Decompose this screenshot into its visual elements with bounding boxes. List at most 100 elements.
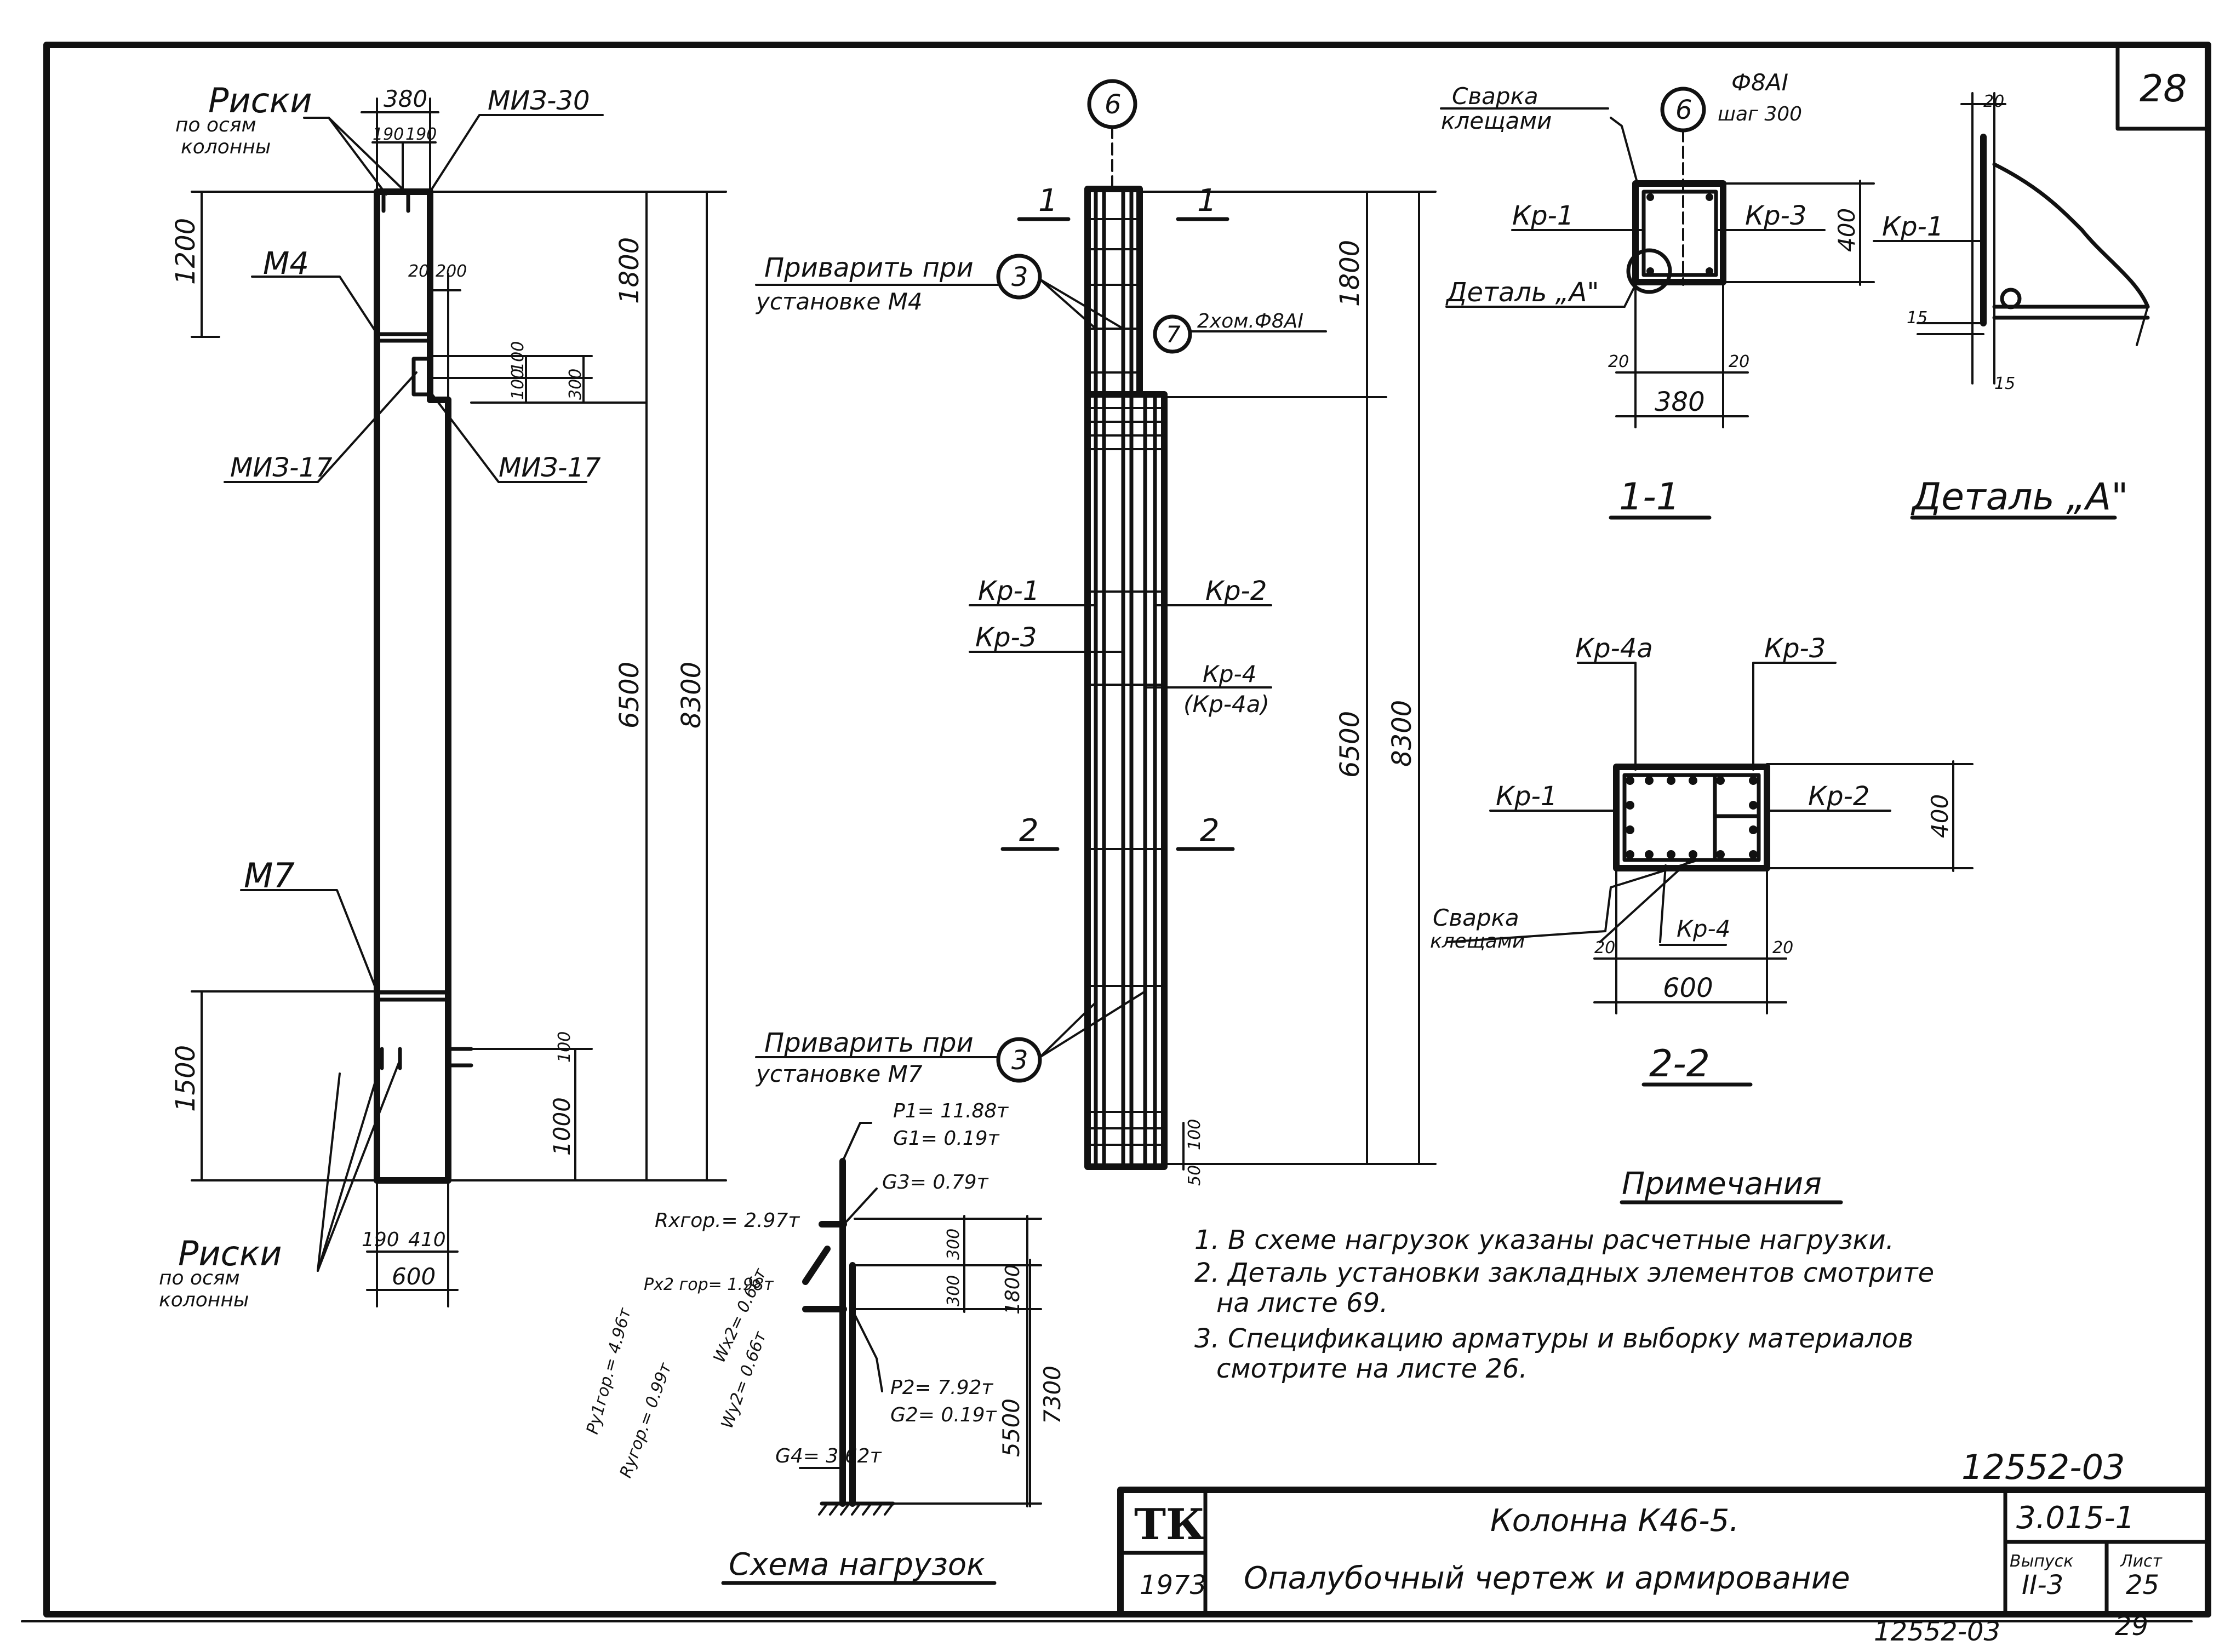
kr4a-label: (Кр-4а) [1183, 691, 1269, 718]
load-d7300: 7300 [1039, 1366, 1066, 1424]
detail-a-d15a: 15 [1907, 308, 1927, 328]
kr1-label: Кр-1 [978, 576, 1039, 606]
dim-s100c: 100 [555, 1031, 574, 1063]
s22-c20b: 20 [1772, 938, 1793, 957]
title-line1: Колонна К46-5. [1490, 1503, 1739, 1539]
weld-m7-line1: Приварить при [764, 1028, 974, 1058]
s11-h400: 400 [1833, 208, 1860, 252]
load-g1: G1= 0.19т [893, 1127, 1000, 1150]
load-ry: Ryгор.= 0.99т [616, 1360, 676, 1480]
load-p2x: Px2 гор= 1.98т [644, 1275, 774, 1294]
dim-r-s100: 100 [1185, 1119, 1204, 1150]
notes-title: Примечания [1622, 1166, 1822, 1202]
dim-top-half-1: 190 [373, 125, 404, 144]
dim-h1800: 1800 [614, 237, 645, 304]
mz17-left-label: МИЗ-17 [230, 452, 333, 483]
s11-detail-ref: Деталь „А" [1445, 277, 1599, 308]
detail-a: Кр-1 20 15 15 Деталь „А" [1873, 92, 2150, 520]
section-2-left: 2 [1019, 813, 1039, 848]
s11-bars-1: Ф8АI [1731, 69, 1788, 96]
top-marks-label-2: по осям [175, 114, 256, 136]
s11-kr3: Кр-3 [1745, 200, 1806, 231]
load-g3: G3= 0.79т [882, 1171, 989, 1194]
axis-top-marker: 6 [1105, 89, 1122, 120]
load-p1: P1= 11.88т [893, 1100, 1009, 1122]
s11-weld-1: Сварка [1452, 83, 1538, 110]
s22-weld-1: Сварка [1433, 904, 1519, 931]
section-1-1: 6 Сварка клещами Ф8АI шаг 300 Кр-1 Кр-3 … [1440, 69, 1875, 520]
m4-label: М4 [263, 246, 309, 282]
top-marks-label: Риски [208, 81, 312, 121]
page-bottom: 29 [2115, 1611, 2148, 1642]
title-issue-label: Выпуск [2010, 1552, 2073, 1571]
notes-line-1: 1. В схеме нагрузок указаны расчетные на… [1194, 1225, 1894, 1255]
dim-b600: 600 [392, 1263, 436, 1290]
s11-axis: 6 [1675, 95, 1692, 125]
dim-b190: 190 [362, 1229, 399, 1251]
s11-w380: 380 [1655, 387, 1705, 417]
m7-label: М7 [244, 856, 295, 896]
load-p2: P2= 7.92т [890, 1376, 993, 1399]
s11-bars-2: шаг 300 [1718, 103, 1802, 125]
corner-number: 28 [2140, 67, 2187, 111]
mz30-label: МИЗ-30 [488, 85, 590, 116]
load-d1800: 1800 [1002, 1264, 1024, 1315]
dim-s300: 300 [566, 369, 585, 400]
section-1-left: 1 [1038, 183, 1058, 219]
s11-weld-2: клещами [1441, 107, 1552, 134]
s11-c20b: 20 [1729, 352, 1749, 371]
title-issue-value: II-3 [2022, 1570, 2063, 1601]
section-1-right: 1 [1197, 183, 1217, 219]
dim-s100b: 100 [508, 369, 528, 400]
detail-a-kr1: Кр-1 [1882, 211, 1943, 242]
kr3-label: Кр-3 [975, 622, 1037, 653]
reinforcement-view: 6 [755, 79, 1437, 1186]
bars-note: 2хом.Ф8АI [1197, 310, 1303, 332]
s22-kr4: Кр-4 [1677, 915, 1730, 942]
notes: Примечания 1. В схеме нагрузок указаны р… [1194, 1166, 1934, 1384]
s22-c20a: 20 [1594, 938, 1615, 957]
dim-top-width: 380 [384, 85, 427, 112]
marker-7: 7 [1166, 321, 1181, 348]
title-block: 12552-03 ТК 1973 Колонна К46-5. Опалубоч… [1117, 1447, 2211, 1647]
detail-a-title: Деталь „А" [1911, 475, 2128, 519]
bottom-marks-label: Риски [178, 1234, 282, 1274]
dim-h6500: 6500 [614, 662, 645, 729]
load-g4: G4= 3.62т [775, 1445, 882, 1467]
load-scheme-title: Схема нагрузок [729, 1547, 985, 1582]
load-rx: Rxгор.= 2.97т [655, 1209, 800, 1232]
dim-s200: 200 [436, 262, 467, 281]
s22-weld-2: клещами [1430, 930, 1525, 953]
title-sheet-label: Лист [2120, 1552, 2163, 1571]
dim-h1000: 1000 [548, 1097, 575, 1156]
kr2-label: Кр-2 [1205, 576, 1267, 606]
bottom-marks-label-2: по осям [159, 1267, 240, 1289]
s11-c20a: 20 [1608, 352, 1629, 371]
s22-h400: 400 [1926, 794, 1953, 838]
dim-h8300: 8300 [676, 662, 707, 729]
dim-s100: 100 [508, 341, 528, 372]
s11-title: 1-1 [1619, 475, 1680, 519]
s11-kr1: Кр-1 [1512, 200, 1574, 231]
s22-kr2: Кр-2 [1808, 781, 1869, 812]
load-g2: G2= 0.19т [890, 1404, 997, 1426]
doc-code-bottom: 12552-03 [1874, 1616, 2000, 1647]
s22-kr1: Кр-1 [1496, 781, 1557, 812]
title-year: 1973 [1140, 1570, 1206, 1601]
notes-line-5: смотрите на листе 26. [1216, 1353, 1528, 1384]
weld-m4-line2: установке М4 [755, 288, 923, 315]
s22-kr4a: Кр-4а [1575, 633, 1653, 664]
doc-code: 12552-03 [1961, 1447, 2125, 1487]
top-marks-label-3: колонны [181, 136, 271, 158]
marker-3a: 3 [1011, 262, 1028, 292]
title-logo: ТК [1134, 1500, 1205, 1550]
detail-a-d15b: 15 [1994, 374, 2015, 393]
load-scheme: P1= 11.88т G1= 0.19т G3= 0.79т Rxгор.= 2… [583, 1100, 1066, 1585]
dim-r-h1800: 1800 [1335, 240, 1365, 307]
formwork-view: Риски по осям колонны МИЗ-30 380 190 190… [159, 81, 727, 1311]
dim-b410: 410 [408, 1229, 446, 1251]
dim-h1200: 1200 [170, 218, 201, 285]
s22-kr3: Кр-3 [1764, 633, 1826, 664]
dim-h1500: 1500 [170, 1045, 201, 1112]
